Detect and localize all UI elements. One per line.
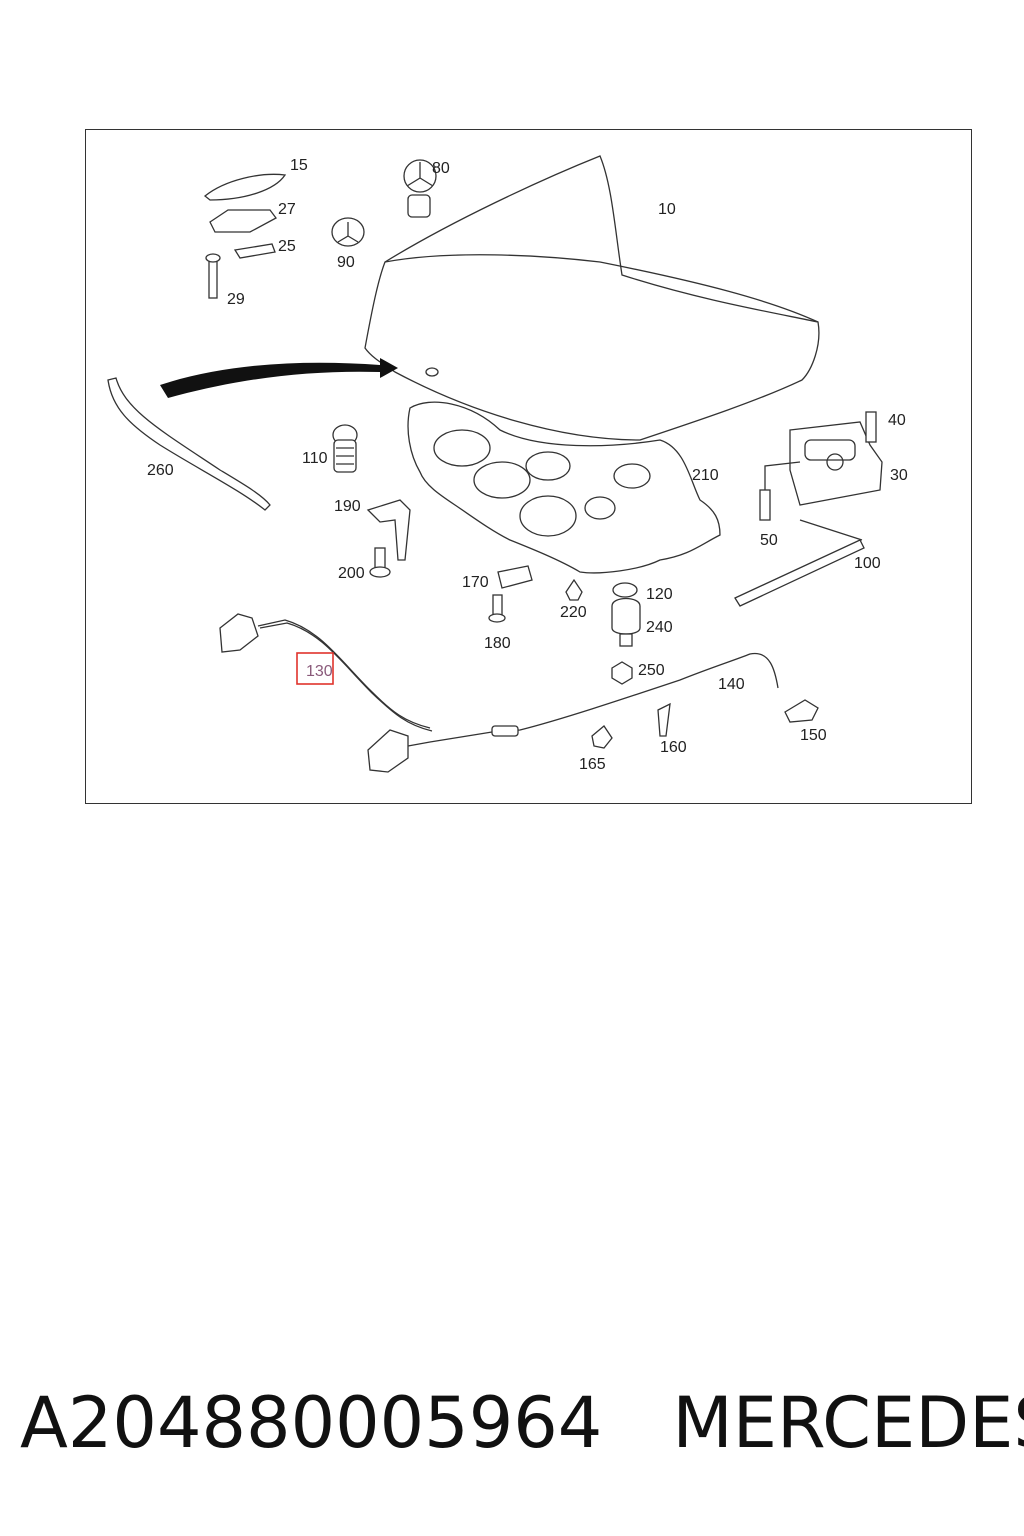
parts-diagram-frame: [85, 129, 972, 804]
callout-15: 15: [290, 157, 308, 174]
hood-inner-panel: [407, 401, 721, 574]
callout-130-highlighted: 130: [306, 663, 333, 680]
callout-200: 200: [338, 565, 365, 582]
highlight-box: [296, 652, 334, 685]
callout-170: 170: [462, 574, 489, 591]
fastener-parts: [332, 424, 641, 685]
parts-diagram: 15 80 27 25 10 90 29 40 260 110 210 30 1…: [107, 155, 908, 773]
callout-10: 10: [658, 201, 676, 218]
callout-190: 190: [334, 498, 361, 515]
callout-165: 165: [579, 756, 606, 773]
callout-180: 180: [484, 635, 511, 652]
brand-name: MERCEDES: [672, 1382, 1024, 1464]
callout-40: 40: [888, 412, 906, 429]
emblem-parts: [203, 159, 437, 299]
callout-27: 27: [278, 201, 296, 218]
callout-29: 29: [227, 291, 245, 308]
callout-240: 240: [646, 619, 673, 636]
release-cable-part: [219, 613, 819, 773]
callout-90: 90: [337, 254, 355, 271]
callout-120: 120: [646, 586, 673, 603]
callout-220: 220: [560, 604, 587, 621]
callout-260: 260: [147, 462, 174, 479]
gas-strut-part: [734, 519, 865, 607]
callout-25: 25: [278, 238, 296, 255]
hinge-part: [759, 411, 883, 521]
part-number: A204880005964: [20, 1382, 603, 1464]
hood-part: [364, 155, 820, 441]
callout-110: 110: [302, 450, 328, 467]
callout-250: 250: [638, 662, 665, 679]
part-caption: A204880005964 MERCEDES: [20, 1378, 1024, 1468]
callout-labels: 15 80 27 25 10 90 29 40 260 110 210 30 1…: [147, 157, 908, 773]
callout-50: 50: [760, 532, 778, 549]
callout-210: 210: [692, 467, 719, 484]
callout-100: 100: [854, 555, 881, 572]
callout-140: 140: [718, 676, 745, 693]
seal-strip-part: [107, 377, 271, 511]
callout-30: 30: [890, 467, 908, 484]
callout-150: 150: [800, 727, 827, 744]
pointer-arrow: [160, 358, 398, 398]
callout-80: 80: [432, 160, 450, 177]
callout-160: 160: [660, 739, 687, 756]
